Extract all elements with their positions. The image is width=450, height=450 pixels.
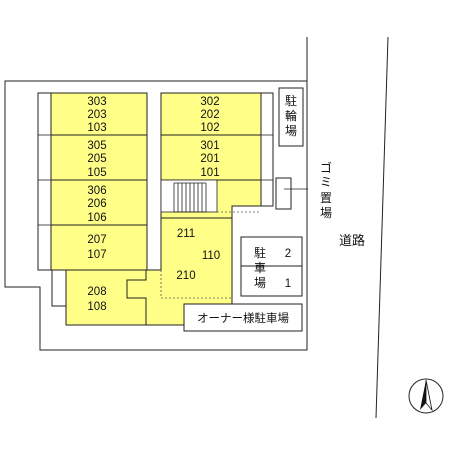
unit-211-label: 211 — [177, 228, 195, 240]
parking-space-2: 2 — [285, 248, 291, 260]
road-label: 道路 — [339, 233, 365, 248]
owner-parking: オーナー様駐車場 — [183, 303, 303, 332]
unit-302-block[interactable] — [160, 92, 262, 136]
unit-labels: 303 203 103 302 202 102 305 205 105 301 … — [87, 96, 220, 313]
unit-203-label: 203 — [87, 109, 106, 121]
unit-201-label: 201 — [200, 153, 219, 165]
unit-202-label: 202 — [200, 109, 219, 121]
parking-char-1: 駐 — [254, 245, 266, 260]
west-balcony-strip — [37, 92, 52, 271]
unit-blocks — [50, 92, 262, 326]
unit-305-block[interactable] — [50, 134, 148, 181]
garbage-area-char-1: ゴ — [320, 160, 332, 175]
garbage-area-char-4: 場 — [320, 206, 332, 220]
unit-306-block[interactable] — [50, 179, 148, 226]
unit-208-label: 208 — [87, 286, 106, 298]
unit-108-label: 108 — [87, 301, 106, 313]
garbage-area-char-3: 置 — [320, 191, 332, 205]
unit-101-label: 101 — [200, 167, 219, 179]
unit-302-label: 302 — [200, 96, 219, 108]
parking-char-3: 場 — [254, 276, 266, 290]
east-balcony-strip — [260, 92, 274, 207]
unit-206-label: 206 — [87, 198, 106, 210]
unit-301-block[interactable] — [160, 134, 262, 181]
unit-306-label: 306 — [87, 185, 106, 197]
garbage-area: ゴ ミ 置 場 — [275, 160, 332, 220]
staircase — [160, 179, 218, 213]
bicycle-parking: 駐 輪 場 — [278, 87, 304, 147]
road-edge-line — [375, 36, 389, 419]
unit-205-label: 205 — [87, 153, 106, 165]
unit-303-label: 303 — [87, 96, 106, 108]
garbage-area-char-2: ミ — [320, 175, 332, 189]
bicycle-parking-char-3: 場 — [285, 124, 297, 138]
parking-area: 駐 車 場 2 1 — [240, 236, 303, 297]
unit-207-block[interactable] — [50, 224, 148, 271]
south-wall-strip — [51, 269, 67, 307]
bicycle-parking-char-2: 輪 — [285, 108, 297, 123]
unit-301-label: 301 — [200, 140, 219, 152]
north-arrow-icon — [408, 378, 444, 414]
dotted-passage — [160, 211, 261, 299]
unit-110-label: 110 — [202, 250, 220, 262]
unit-305-label: 305 — [87, 140, 106, 152]
unit-105-label: 105 — [87, 167, 106, 179]
unit-102-label: 102 — [200, 122, 219, 134]
parking-space-1: 1 — [285, 278, 291, 290]
unit-103-label: 103 — [87, 122, 106, 134]
site-boundary — [4, 80, 308, 351]
unit-210-label: 210 — [176, 270, 195, 282]
bicycle-parking-char-1: 駐 — [285, 93, 297, 108]
unit-107-label: 107 — [87, 249, 106, 261]
parking-char-2: 車 — [254, 261, 266, 275]
unit-207-label: 207 — [87, 234, 106, 246]
unit-106-label: 106 — [87, 212, 106, 224]
owner-parking-label: オーナー様駐車場 — [197, 311, 289, 325]
